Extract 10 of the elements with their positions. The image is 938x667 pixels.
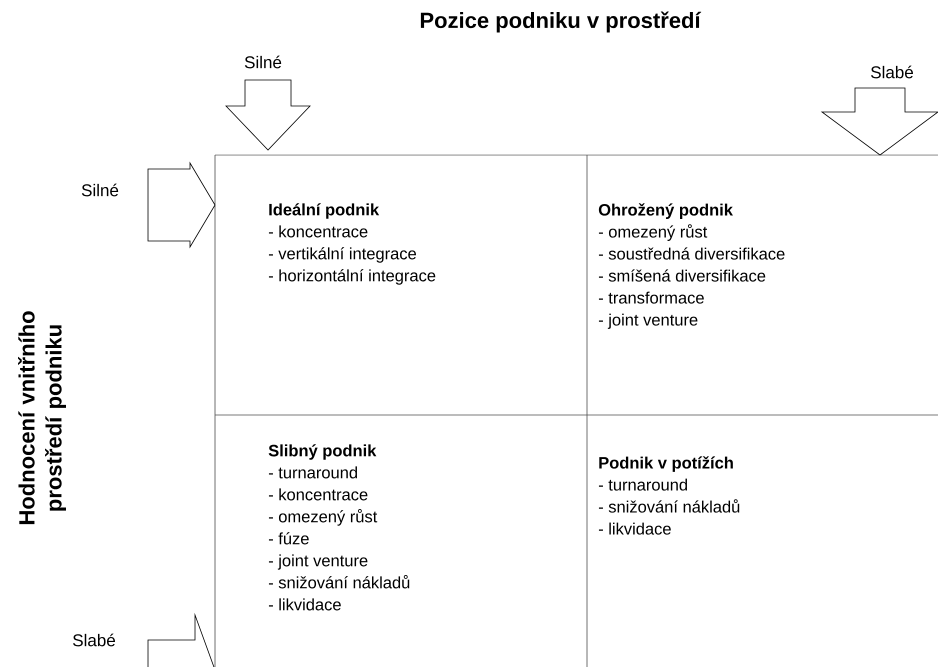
axis-label: Silné (244, 56, 282, 68)
quadrant-text: Ideální podnik - koncentrace - vertikální integrace - horizontální integrace (268, 203, 436, 285)
axis-label: Silné (82, 184, 118, 196)
quadrant-text: Ohrožený podnik - omezený růst - soustředná diversifikace - smíšená diversifikace - transformace - joint venture (598, 203, 784, 329)
axis-label: Slabé (73, 634, 115, 646)
title: Pozice podniku v prostředí (420, 12, 702, 32)
quadrant-text: Podnik v potížích - turnaround - snižování nákladů - likvidace (598, 456, 740, 535)
quadrant-text: Slibný podnik - turnaround - koncentrace - omezený růst - fúze - joint venture - snižování nákladů - likvidace (268, 444, 410, 610)
axis-title: Hodnocení vnitřního prostředí podniku (18, 311, 66, 524)
axis-label: Slabé (871, 66, 913, 78)
